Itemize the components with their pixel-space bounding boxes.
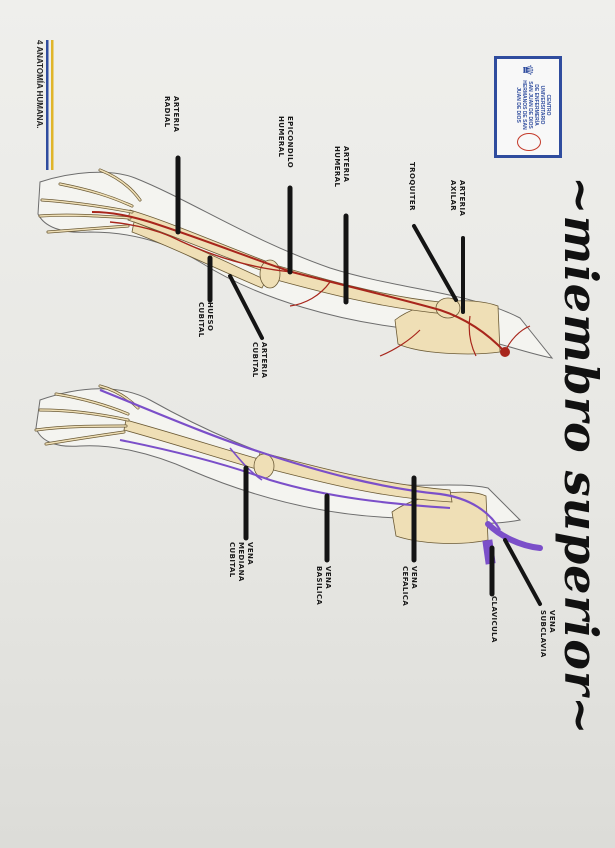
label-clavicula: CLAVICULA [490, 596, 498, 643]
leader-vena-subclavia [503, 538, 542, 606]
university-logo: ♛ CENTRO UNIVERSITARIO DE ENFERMERÍA SAN… [494, 56, 562, 158]
leader-troquiter [412, 224, 458, 302]
course-name: ANATOMÍA HUMANA. [35, 46, 44, 129]
page-title: ~miembro superior~ [554, 176, 608, 736]
page-footer: 4 ANATOMÍA HUMANA. [35, 40, 44, 128]
venous-arm [34, 384, 543, 565]
crown-icon: ♛ [520, 63, 536, 77]
arterial-arm [37, 168, 554, 359]
footer-stripes [46, 40, 54, 170]
seal-icon [517, 133, 541, 151]
page-number: 4 [35, 40, 44, 45]
leader-lines [175, 155, 542, 606]
label-troquiter: TROQUITER [408, 162, 416, 211]
leader-arteria-cubital [228, 274, 264, 340]
